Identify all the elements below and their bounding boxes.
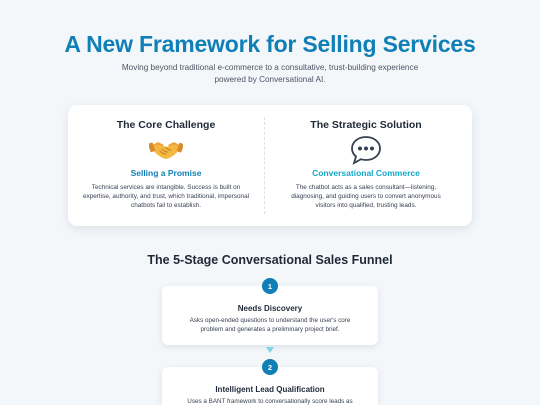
funnel-title: The 5-Stage Conversational Sales Funnel bbox=[147, 253, 393, 267]
stage-number-badge: 2 bbox=[262, 359, 278, 375]
stage-description: Uses a BANT framework to conversationall… bbox=[187, 398, 353, 405]
strategic-solution-title: The Strategic Solution bbox=[310, 119, 422, 131]
stage-description: Asks open-ended questions to understand … bbox=[189, 317, 351, 334]
speech-bubble-icon bbox=[268, 135, 464, 165]
core-challenge-title: The Core Challenge bbox=[116, 119, 216, 131]
hero-subtitle: Moving beyond traditional e-commerce to … bbox=[121, 63, 419, 84]
stage-title: Intelligent Lead Qualification bbox=[215, 385, 325, 394]
funnel-stage-card: Needs Discovery Asks open-ended question… bbox=[162, 286, 378, 345]
stage-title: Needs Discovery bbox=[237, 304, 303, 313]
handshake-icon bbox=[68, 135, 264, 165]
comparison-card: The Core Challenge Selling a Promise Tec… bbox=[68, 105, 472, 226]
strategic-solution-subtitle: Conversational Commerce bbox=[312, 168, 420, 178]
strategic-solution-description: The chatbot acts as a sales consultant—l… bbox=[291, 184, 441, 210]
hero-title: A New Framework for Selling Services bbox=[64, 31, 476, 57]
core-challenge-description: Technical services are intangible. Succe… bbox=[82, 184, 250, 210]
column-divider bbox=[264, 117, 265, 214]
stage-number-badge: 1 bbox=[262, 278, 278, 294]
core-challenge-subtitle: Selling a Promise bbox=[130, 168, 202, 178]
funnel-connector-arrow bbox=[266, 347, 274, 353]
